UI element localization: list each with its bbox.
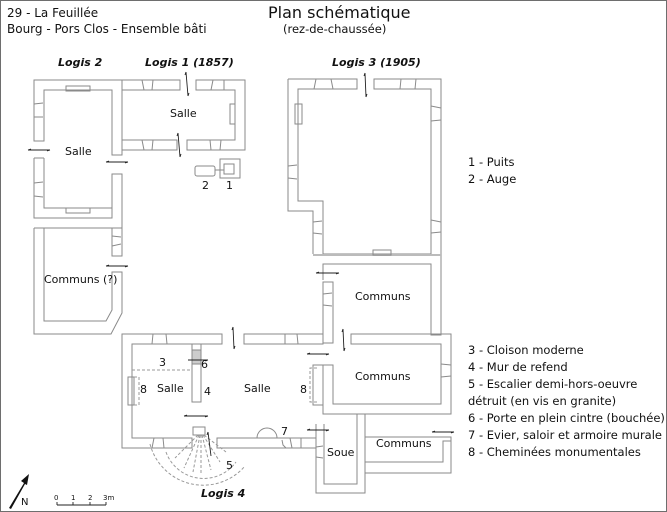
plan-title: Plan schématique	[268, 3, 411, 22]
legend-item: 4 - Mur de refend	[468, 360, 568, 374]
scale-tick-1: 1	[71, 494, 76, 502]
marker-8-cheminee-east: 8	[300, 383, 307, 396]
room-salle-logis-1: Salle	[170, 107, 197, 120]
scale-tick-0: 0	[54, 494, 59, 502]
room-communs-uncertain: Communs (?)	[44, 273, 118, 286]
room-communs-south: Communs	[376, 437, 432, 450]
label-logis-2: Logis 2	[58, 56, 103, 69]
room-salle-logis-2: Salle	[65, 145, 92, 158]
legend-top: 1 - Puits 2 - Auge	[468, 154, 516, 188]
logis-1-walls	[122, 79, 246, 151]
room-soue: Soue	[327, 446, 355, 459]
label-logis-3: Logis 3 (1905)	[332, 56, 421, 69]
communs-middle-walls	[309, 281, 452, 415]
room-communs-north: Communs	[355, 290, 411, 303]
marker-1-puits: 1	[226, 179, 233, 192]
marker-3-cloison: 3	[159, 356, 166, 369]
marker-8-cheminee-west: 8	[140, 383, 147, 396]
room-salle-logis-4-east: Salle	[244, 382, 271, 395]
well-and-trough	[194, 158, 241, 179]
room-salle-logis-4-west: Salle	[157, 382, 184, 395]
scale-tick-3m: 3m	[103, 494, 115, 502]
marker-4-refend: 4	[204, 385, 211, 398]
legend-item: 5 - Escalier demi-hors-oeuvre	[468, 377, 638, 391]
label-logis-1: Logis 1 (1857)	[145, 56, 234, 69]
plan-subtitle: (rez-de-chaussée)	[283, 22, 387, 36]
legend-item: 2 - Auge	[468, 172, 517, 186]
marker-2-auge: 2	[202, 179, 209, 192]
legend-bottom: 3 - Cloison moderne 4 - Mur de refend 5 …	[468, 342, 665, 461]
logis-4-walls	[121, 333, 324, 486]
legend-item: détruit (en vis en granite)	[468, 394, 617, 408]
room-communs-middle: Communs	[355, 370, 411, 383]
north-label: N	[21, 497, 29, 508]
label-logis-4: Logis 4	[201, 487, 246, 500]
legend-item: 3 - Cloison moderne	[468, 343, 584, 357]
legend-item: 6 - Porte en plein cintre (bouchée)	[468, 411, 665, 425]
legend-item: 1 - Puits	[468, 155, 515, 169]
scale-bar	[56, 502, 107, 506]
legend-item: 8 - Cheminées monumentales	[468, 445, 641, 459]
scale-tick-2: 2	[88, 494, 93, 502]
north-arrow	[9, 474, 29, 509]
header-commune: 29 - La Feuillée	[7, 6, 99, 20]
marker-6-porte: 6	[201, 358, 208, 371]
circulation-arrows	[27, 71, 455, 457]
marker-5-escalier: 5	[226, 459, 233, 472]
legend-item: 7 - Evier, saloir et armoire murale	[468, 428, 662, 442]
communs-q-walls	[33, 228, 123, 335]
soue-communs-walls	[315, 413, 452, 494]
marker-7-evier: 7	[281, 425, 288, 438]
logis-3-walls	[287, 78, 442, 336]
header-location: Bourg - Pors Clos - Ensemble bâti	[7, 22, 207, 36]
